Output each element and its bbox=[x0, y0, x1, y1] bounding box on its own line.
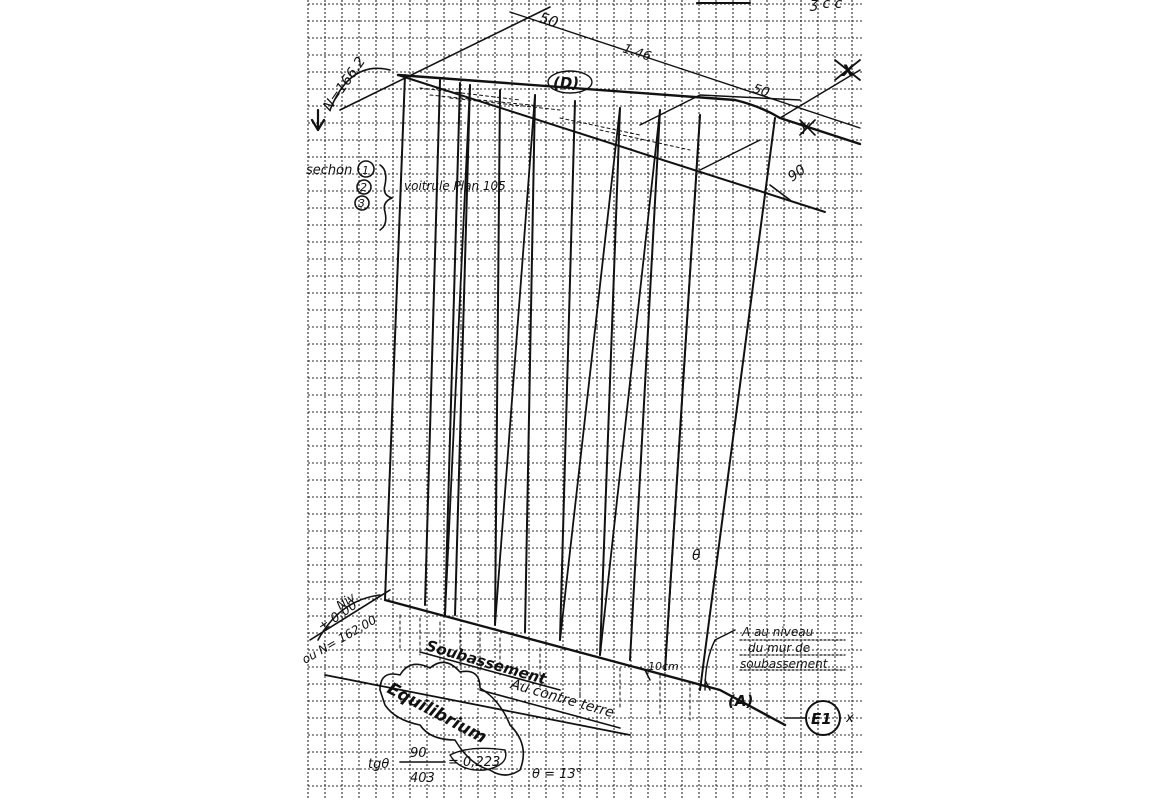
dim-bottom-label: 10cm bbox=[648, 660, 679, 673]
sketch-strokes bbox=[309, 6, 862, 776]
note-underline bbox=[739, 639, 846, 671]
dim-top-left-label: 50 bbox=[537, 9, 561, 32]
tg-numerator: 90 bbox=[410, 746, 427, 761]
bottom-lower-line bbox=[324, 674, 631, 736]
section-2-circle bbox=[356, 179, 372, 195]
sections-word-label: sechon bbox=[306, 163, 352, 178]
bottom-base-line bbox=[383, 598, 787, 727]
level-top-arrow bbox=[310, 108, 326, 132]
section-1-circle bbox=[357, 160, 375, 178]
section-d-oval bbox=[547, 70, 593, 94]
theta-mark-label: θ bbox=[692, 548, 701, 564]
grid-lines bbox=[307, 0, 862, 800]
level-bottom-bracket bbox=[317, 594, 381, 641]
section-1-label: 1 bbox=[362, 164, 369, 177]
section-3-circle bbox=[354, 195, 370, 211]
note-line-a: A au niveau bbox=[741, 625, 814, 639]
axis-right-label: Y bbox=[800, 122, 810, 138]
tg-label: tgθ bbox=[368, 757, 389, 772]
right-axis-mark bbox=[769, 119, 816, 201]
dim-top-right-label: 50 bbox=[751, 82, 771, 101]
section-2-label: 2 bbox=[360, 181, 367, 194]
e1-label: E1 bbox=[811, 710, 832, 728]
note-leader bbox=[704, 629, 736, 691]
top-dimension-line bbox=[509, 11, 861, 129]
tg-result-box bbox=[449, 747, 507, 771]
note-line-c: soubassement bbox=[740, 657, 829, 671]
section-a-label: (A) bbox=[728, 692, 753, 710]
section-d-label: (D) bbox=[553, 74, 579, 92]
theta-value: θ = 13° bbox=[532, 767, 582, 782]
note-line-b: du mur de bbox=[748, 641, 810, 655]
tg-result: = 0,223 bbox=[448, 755, 500, 770]
soubassement-underline bbox=[419, 651, 621, 729]
top-axis-mark bbox=[834, 59, 861, 81]
section-note-label: voitrule Plan 105 bbox=[404, 179, 506, 193]
top-outer-line bbox=[339, 6, 551, 111]
axis-top-label: X bbox=[841, 61, 855, 80]
tg-denominator: 403 bbox=[410, 771, 435, 786]
e1-suffix-label: x bbox=[845, 711, 854, 726]
diagonal-braces bbox=[444, 84, 701, 671]
level-top-bracket bbox=[329, 67, 391, 111]
grid-paper bbox=[305, 0, 865, 800]
bottom-hatching bbox=[399, 614, 691, 721]
top-scribble-text: ʒ c c bbox=[809, 0, 843, 12]
section-3-label: 3 bbox=[358, 197, 365, 210]
equilibrium-cloud bbox=[379, 661, 525, 776]
section-brace bbox=[379, 164, 393, 231]
